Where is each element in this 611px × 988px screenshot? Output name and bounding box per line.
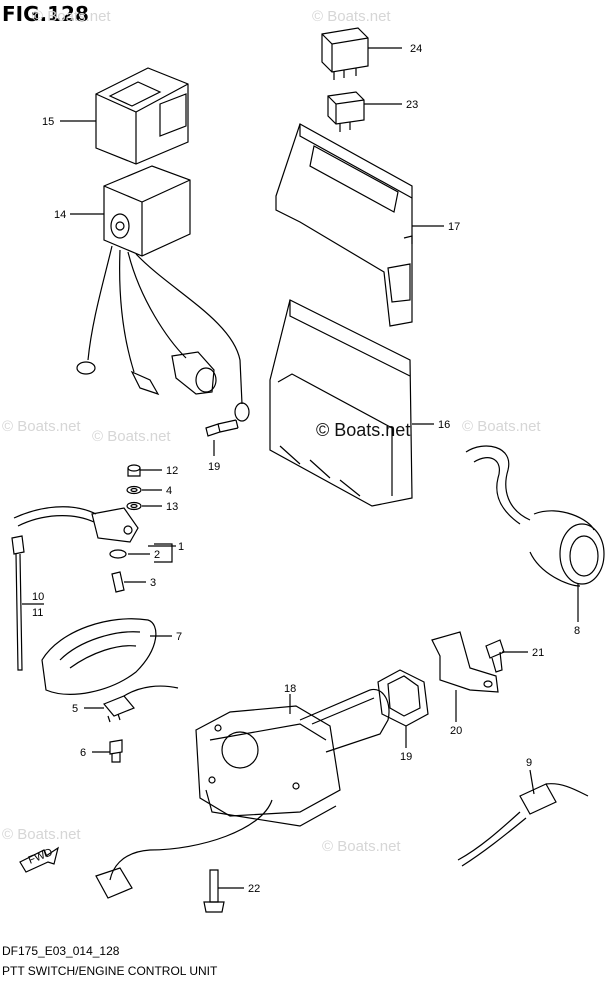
- watermark: © Boats.net: [92, 428, 171, 445]
- callout-9[interactable]: 9: [526, 757, 532, 769]
- callout-15[interactable]: 15: [42, 116, 54, 128]
- figure-label: FIG.128: [2, 2, 89, 26]
- callout-22[interactable]: 22: [248, 883, 260, 895]
- callout-23[interactable]: 23: [406, 99, 418, 111]
- screw-6-part[interactable]: [109, 739, 123, 763]
- callout-11[interactable]: 11: [32, 607, 43, 619]
- callout-19-upper[interactable]: 19: [208, 461, 220, 473]
- harness-9-part[interactable]: [457, 783, 589, 867]
- screw-12-part[interactable]: [127, 464, 141, 477]
- switch-5-part[interactable]: [103, 685, 179, 723]
- bolt-22-part[interactable]: [203, 869, 225, 913]
- watermark: © Boats.net: [462, 418, 541, 435]
- callout-2[interactable]: 2: [154, 549, 160, 561]
- watermark: © Boats.net: [2, 826, 81, 843]
- clip-3-part[interactable]: [111, 571, 125, 593]
- bolt-21-part[interactable]: [485, 639, 505, 673]
- callout-16[interactable]: 16: [438, 419, 450, 431]
- callout-6[interactable]: 6: [80, 747, 86, 759]
- callout-7[interactable]: 7: [176, 631, 182, 643]
- relay-23-part[interactable]: [327, 91, 365, 132]
- trim-switch-8-part[interactable]: [465, 445, 605, 587]
- ecu-16-part[interactable]: [269, 299, 413, 507]
- watermark: © Boats.net: [322, 838, 401, 855]
- holder-7-part[interactable]: [41, 618, 157, 695]
- callout-10[interactable]: 10: [32, 591, 44, 603]
- fwd-arrow-icon: FWD: [19, 846, 59, 873]
- callout-24[interactable]: 24: [410, 43, 422, 55]
- watermark: © Boats.net: [312, 8, 391, 25]
- watermark: © Boats.net: [2, 418, 81, 435]
- ptt-motor-18-part[interactable]: [95, 688, 390, 899]
- relay-24-part[interactable]: [321, 27, 369, 80]
- ptt-switch-1-part[interactable]: [13, 506, 139, 543]
- diagram-title: PTT SWITCH/ENGINE CONTROL UNIT: [2, 964, 218, 978]
- watermark: © Boats.net: [32, 8, 111, 25]
- cable-tie-10-part[interactable]: [11, 535, 25, 671]
- washer-13-part[interactable]: [126, 501, 142, 511]
- callout-3[interactable]: 3: [150, 577, 156, 589]
- grommet-19-lower-part[interactable]: [377, 669, 429, 727]
- callout-4[interactable]: 4: [166, 485, 172, 497]
- callout-8[interactable]: 8: [574, 625, 580, 637]
- regulator-14-part[interactable]: [76, 165, 250, 422]
- callout-14[interactable]: 14: [54, 209, 66, 221]
- callout-17[interactable]: 17: [448, 221, 460, 233]
- ecu-bracket-17-part[interactable]: [275, 123, 413, 327]
- callout-19-lower[interactable]: 19: [400, 751, 412, 763]
- o-ring-2-part[interactable]: [109, 549, 127, 559]
- callout-1[interactable]: 1: [178, 541, 184, 553]
- washer-4-part[interactable]: [126, 485, 142, 495]
- callout-5[interactable]: 5: [72, 703, 78, 715]
- callout-13[interactable]: 13: [166, 501, 178, 513]
- callout-20[interactable]: 20: [450, 725, 462, 737]
- callout-12[interactable]: 12: [166, 465, 178, 477]
- bolt-19-upper-part[interactable]: [205, 419, 239, 437]
- callout-21[interactable]: 21: [532, 647, 544, 659]
- cover-15-part[interactable]: [95, 67, 189, 165]
- bracket-20-part[interactable]: [431, 631, 499, 693]
- diagram-code: DF175_E03_014_128: [2, 944, 120, 958]
- callout-18[interactable]: 18: [284, 683, 296, 695]
